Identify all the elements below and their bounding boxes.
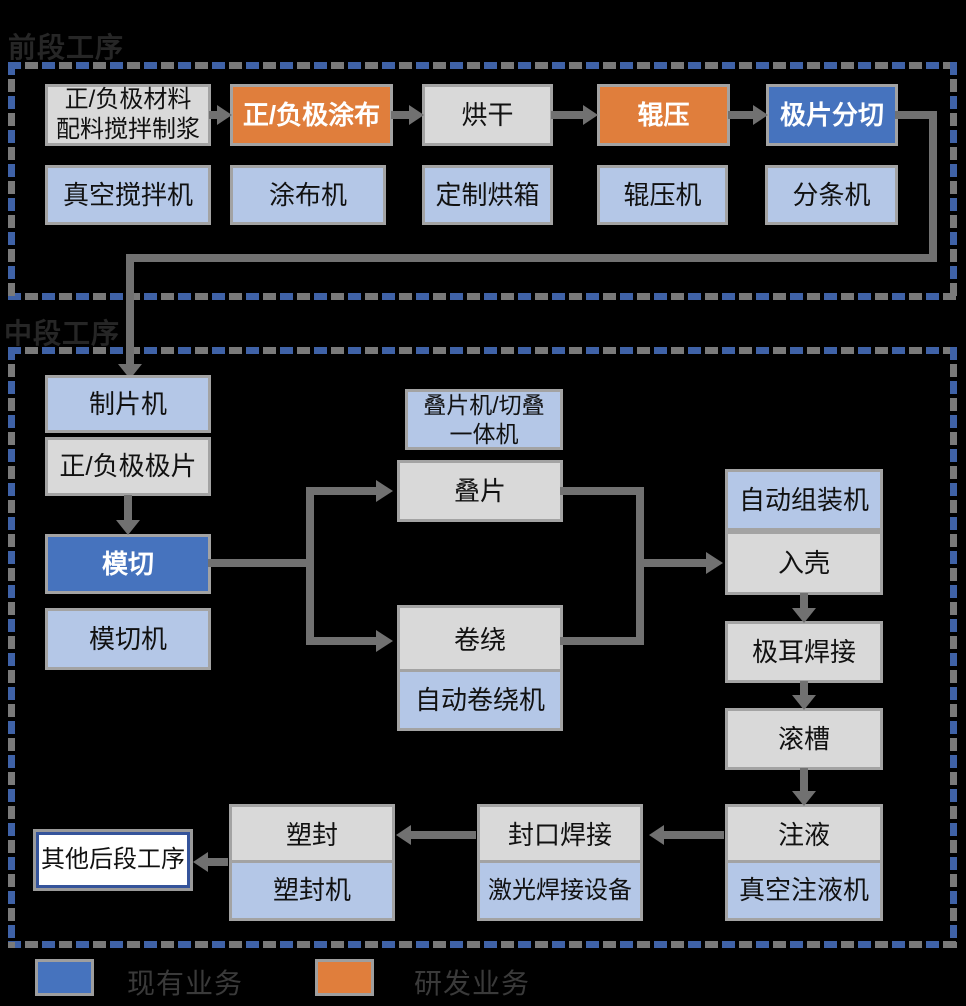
node-molder: 塑封机 bbox=[232, 863, 392, 918]
node-winder: 自动卷绕机 bbox=[400, 672, 560, 728]
node-injection: 注液 bbox=[728, 807, 880, 863]
node-slurry: 正/负极材料 配料搅拌制浆 bbox=[48, 86, 208, 143]
node-oven: 定制烘箱 bbox=[425, 168, 550, 222]
legend-swatch-rnd-business bbox=[318, 962, 371, 993]
arrow-injection-to-sealwelding bbox=[649, 824, 724, 846]
node-other-back-end: 其他后段工序 bbox=[36, 832, 190, 888]
arrow-electrode-to-diecut bbox=[116, 495, 140, 535]
arrow-molding-to-other bbox=[193, 851, 228, 873]
node-die-cut: 模切 bbox=[48, 537, 208, 591]
legend-label-rnd-business: 研发业务 bbox=[414, 968, 531, 999]
node-tab-welding: 极耳焊接 bbox=[728, 624, 880, 680]
arrow-grooving-to-injection bbox=[792, 768, 816, 806]
node-drying: 烘干 bbox=[425, 87, 550, 143]
arrowhead-to-casing bbox=[706, 552, 723, 574]
middle-section-frame bbox=[8, 347, 957, 948]
node-stacker-line2: 一体机 bbox=[449, 420, 519, 447]
connector-slitting-seg4 bbox=[126, 254, 134, 366]
node-injector: 真空注液机 bbox=[728, 863, 880, 918]
branch-to-winding bbox=[310, 637, 376, 645]
connector-slitting-seg2 bbox=[929, 111, 937, 262]
node-slitter: 分条机 bbox=[768, 168, 895, 222]
node-sheet-maker: 制片机 bbox=[48, 378, 208, 430]
front-section-title: 前段工序 bbox=[8, 32, 125, 63]
node-roller: 辊压机 bbox=[600, 168, 725, 222]
arrow-coating-to-drying bbox=[391, 104, 424, 126]
branch-to-stacking bbox=[310, 487, 376, 495]
node-assembler: 自动组装机 bbox=[728, 472, 880, 528]
merge-from-winding bbox=[560, 637, 644, 645]
arrow-casing-to-tabwelding bbox=[792, 593, 816, 623]
node-stacking: 叠片 bbox=[400, 463, 560, 519]
arrow-sealwelding-to-molding bbox=[396, 824, 476, 846]
node-electrode: 正/负极极片 bbox=[48, 440, 208, 493]
arrow-slurry-to-coating bbox=[209, 104, 232, 126]
node-stacker: 叠片机/切叠 一体机 bbox=[408, 392, 560, 447]
arrowhead-to-winding bbox=[376, 630, 393, 652]
branch-diecut-stem bbox=[208, 559, 314, 567]
node-rolling: 辊压 bbox=[600, 87, 727, 143]
node-casing: 入壳 bbox=[728, 534, 880, 592]
arrow-rolling-to-slitting bbox=[728, 104, 768, 126]
node-slurry-line2: 配料搅拌制浆 bbox=[56, 116, 200, 143]
arrowhead-to-stacking bbox=[376, 480, 393, 502]
front-section-frame bbox=[8, 62, 957, 300]
arrow-tabwelding-to-grooving bbox=[792, 681, 816, 710]
node-grooving: 滚槽 bbox=[728, 711, 880, 767]
legend-swatch-existing-business bbox=[38, 962, 91, 993]
node-slitting: 极片分切 bbox=[769, 87, 895, 143]
merge-from-stacking bbox=[560, 487, 644, 495]
branch-diecut-vertical bbox=[306, 487, 314, 645]
legend-label-existing-business: 现有业务 bbox=[127, 968, 244, 999]
node-coating: 正/负极涂布 bbox=[233, 87, 390, 143]
connector-slitting-seg3 bbox=[126, 254, 937, 262]
node-mixer: 真空搅拌机 bbox=[48, 168, 208, 222]
node-winding: 卷绕 bbox=[400, 608, 560, 672]
merge-stem-to-casing bbox=[640, 559, 706, 567]
node-seal-welding: 封口焊接 bbox=[480, 807, 640, 863]
node-die-cutter: 模切机 bbox=[48, 611, 208, 667]
node-laser-welder: 激光焊接设备 bbox=[480, 863, 640, 918]
middle-section-title: 中段工序 bbox=[4, 318, 121, 349]
node-stacker-line1: 叠片机/切叠 bbox=[423, 391, 545, 418]
connector-slitting-seg1 bbox=[895, 111, 937, 119]
node-molding: 塑封 bbox=[232, 807, 392, 863]
node-coater: 涂布机 bbox=[233, 168, 383, 222]
node-slurry-line1: 正/负极材料 bbox=[64, 86, 192, 113]
arrow-drying-to-rolling bbox=[551, 104, 598, 126]
connector-slitting-arrowhead bbox=[118, 364, 142, 379]
